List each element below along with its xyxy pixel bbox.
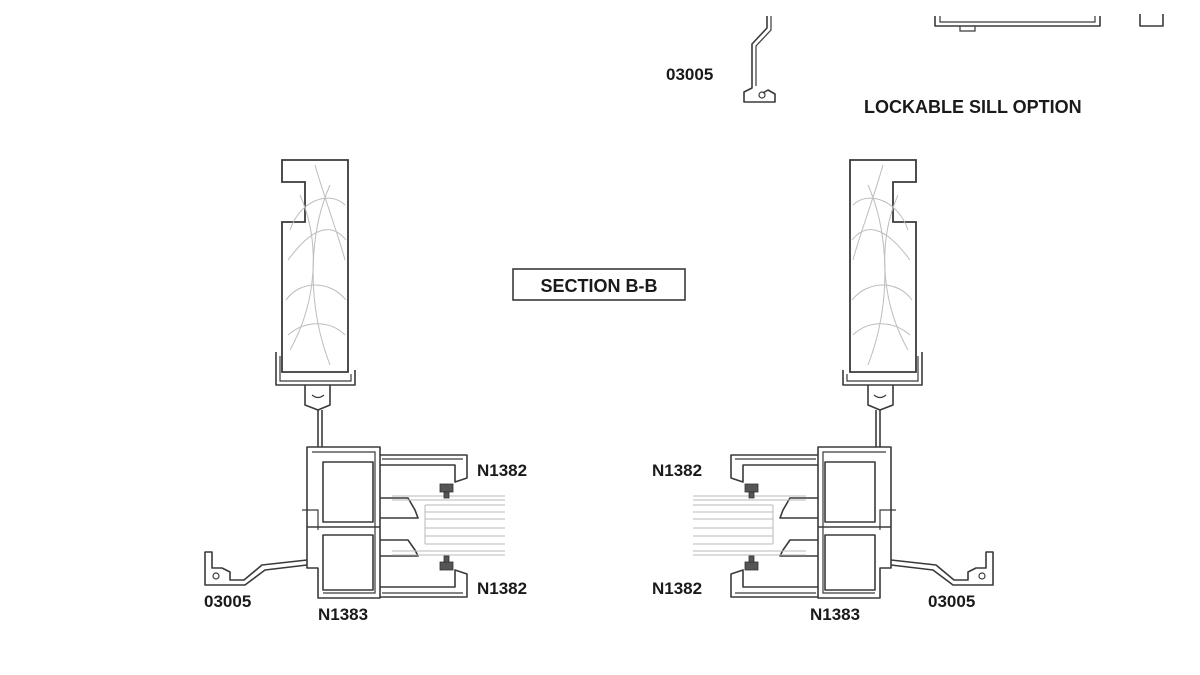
right-n1383-frame xyxy=(817,446,896,599)
top-sill-label: 03005 xyxy=(666,65,713,84)
left-sill-label: 03005 xyxy=(204,592,251,611)
right-lower-n1382-bead xyxy=(730,539,818,598)
top-sill-profile xyxy=(743,16,776,103)
left-lower-n1382-bead xyxy=(380,539,468,598)
left-glazing-panel xyxy=(392,483,505,571)
section-title: SECTION B-B xyxy=(541,276,658,296)
left-sill-profile xyxy=(204,551,308,586)
left-assembly: N1382 N1382 N1383 03005 xyxy=(204,159,527,624)
top-partial-frame xyxy=(934,14,1164,32)
right-timber-sash xyxy=(849,159,917,373)
lockable-sill-option-label: LOCKABLE SILL OPTION xyxy=(864,97,1082,117)
left-upper-n1382-label: N1382 xyxy=(477,461,527,480)
right-sill-profile xyxy=(890,551,994,586)
left-upper-n1382-bead xyxy=(380,454,468,519)
right-assembly: N1382 N1382 N1383 03005 xyxy=(652,159,994,624)
right-glazing-panel xyxy=(693,483,806,571)
left-n1383-label: N1383 xyxy=(318,605,368,624)
section-title-box: SECTION B-B xyxy=(512,268,686,301)
left-lower-n1382-label: N1382 xyxy=(477,579,527,598)
right-sill-label: 03005 xyxy=(928,592,975,611)
right-n1383-label: N1383 xyxy=(810,605,860,624)
left-timber-sash xyxy=(281,159,349,373)
right-lower-n1382-label: N1382 xyxy=(652,579,702,598)
right-upper-n1382-bead xyxy=(730,454,818,519)
left-n1383-frame xyxy=(302,446,381,599)
right-upper-n1382-label: N1382 xyxy=(652,461,702,480)
